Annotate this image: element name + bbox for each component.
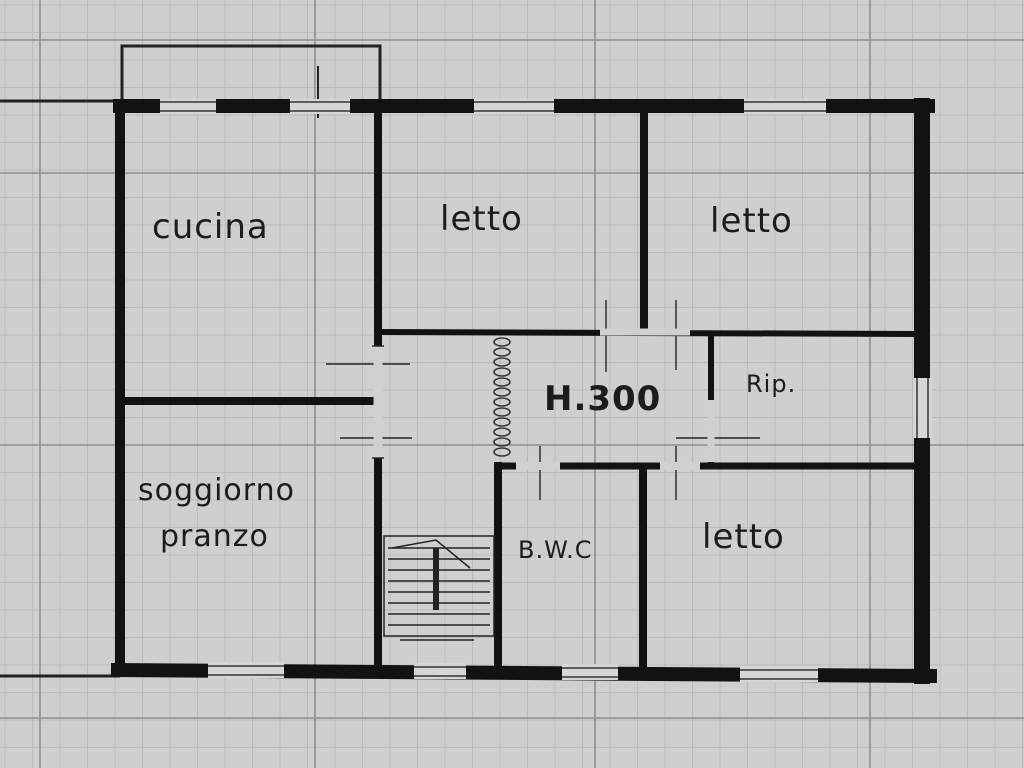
windows [160, 99, 932, 682]
room-label-letto-2: letto [710, 201, 793, 241]
staircase [383, 535, 495, 641]
room-label-pranzo: pranzo [160, 519, 269, 554]
window-bedroom-2 [744, 99, 826, 114]
radiator-coil [493, 337, 511, 457]
window-bedroom-3 [740, 666, 818, 682]
coil-loop [493, 387, 511, 397]
door-marks [326, 300, 760, 500]
window-bath [562, 664, 618, 680]
room-label-bagno: B.W.C [518, 536, 593, 564]
coil-loop [493, 347, 511, 357]
coil-loop [493, 427, 511, 437]
coil-loop [493, 447, 511, 457]
coil-loop [493, 367, 511, 377]
exterior-lines [0, 99, 122, 678]
coil-loop [493, 417, 511, 427]
ceiling-height-label: H.300 [544, 379, 662, 419]
window-kitchen-1 [160, 99, 216, 114]
room-label-cucina: cucina [152, 207, 269, 247]
window-kitchen-2 [290, 99, 350, 114]
coil-loop [493, 377, 511, 387]
window-rip [914, 378, 932, 438]
window-living [208, 662, 284, 678]
coil-loop [493, 397, 511, 407]
room-label-letto-3: letto [702, 517, 785, 557]
coil-loop [493, 407, 511, 417]
room-label-rip: Rip. [746, 370, 797, 398]
coil-loop [493, 337, 511, 347]
coil-loop [493, 437, 511, 447]
room-label-soggiorno: soggiorno [138, 473, 295, 508]
room-label-letto-1: letto [440, 199, 523, 239]
window-bedroom-1 [474, 99, 554, 114]
coil-loop [493, 357, 511, 367]
window-stairs [414, 663, 466, 679]
